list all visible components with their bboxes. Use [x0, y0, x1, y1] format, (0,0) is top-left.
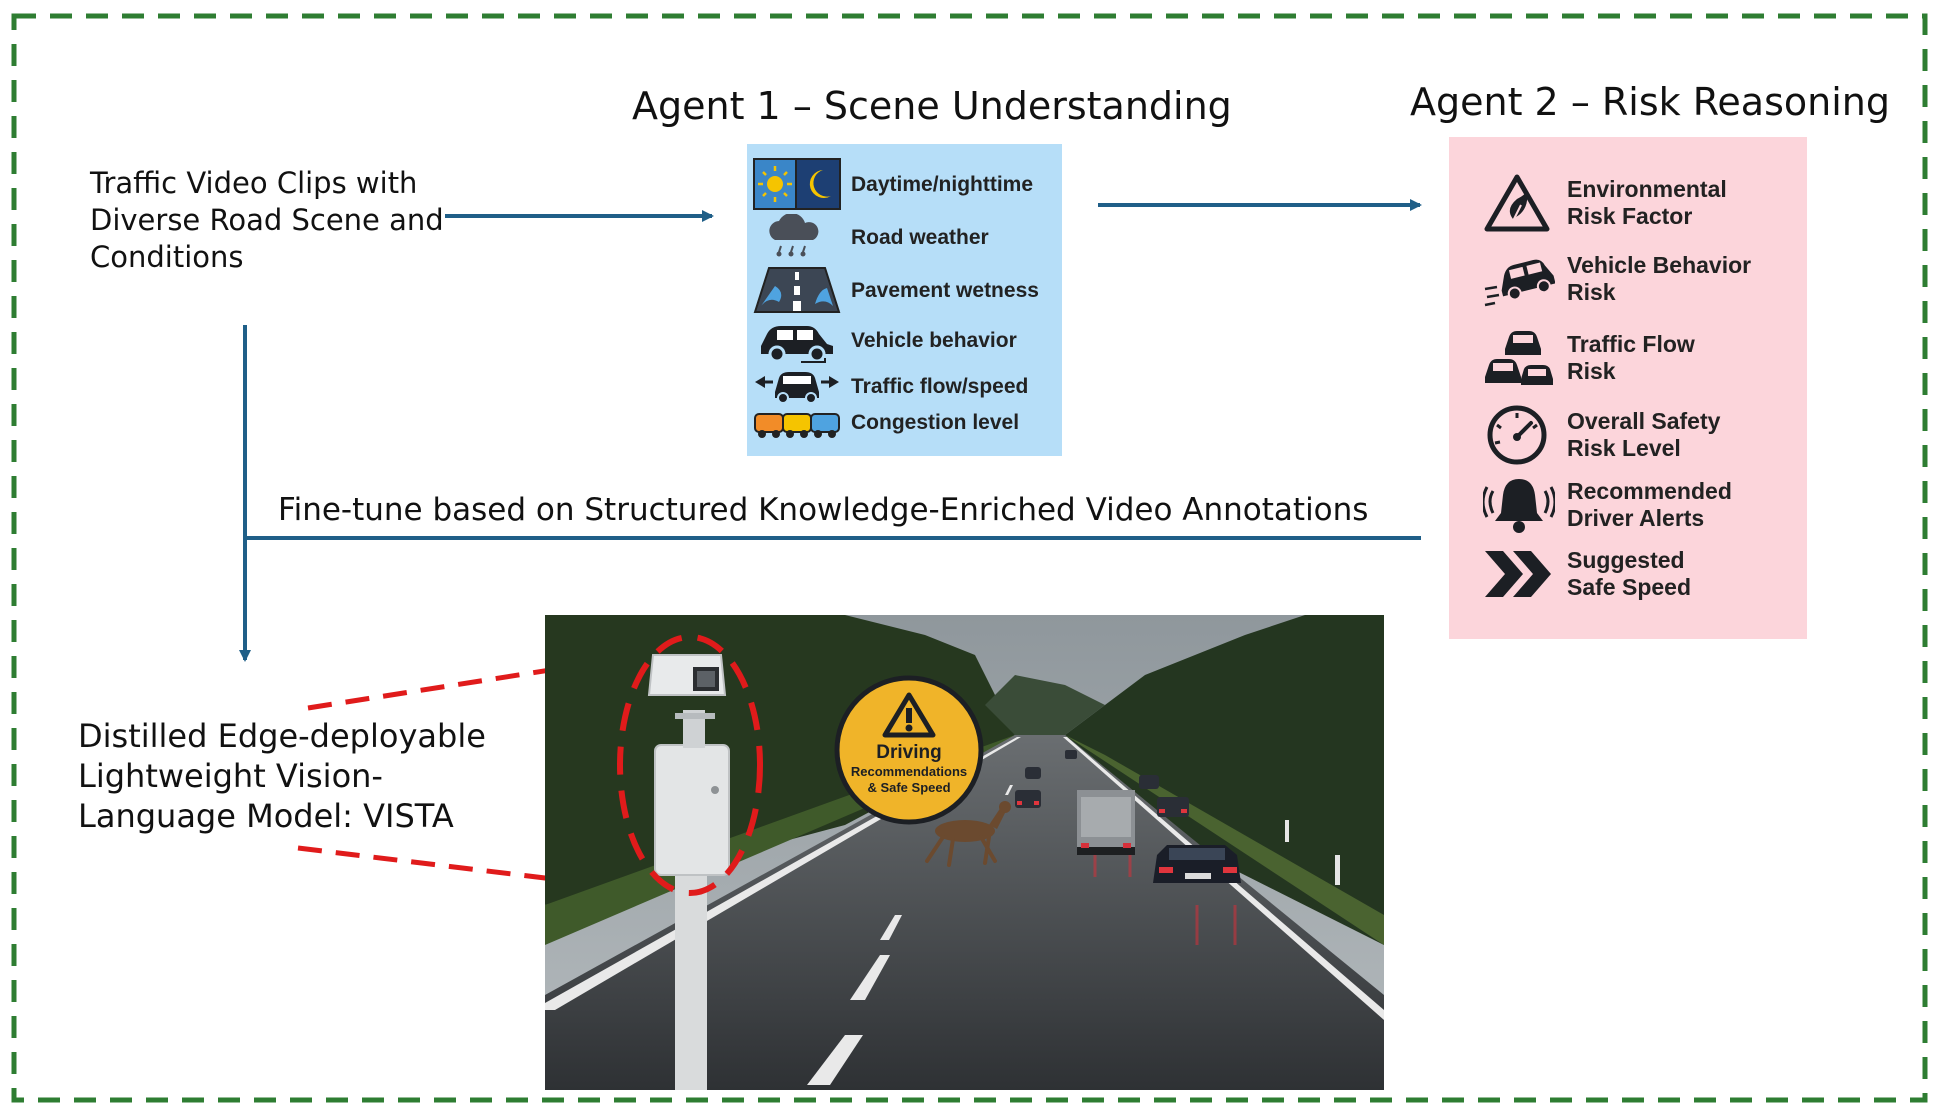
- traffic-camera: [647, 654, 730, 1090]
- agent2-panel: Environmental Risk Factor Vehicle Behavi…: [1449, 137, 1807, 639]
- rain-cloud-icon: [769, 214, 819, 257]
- agent2-item-overall-safety: Overall Safety Risk Level: [1483, 403, 1757, 467]
- agent2-item-label: Overall Safety Risk Level: [1567, 408, 1721, 461]
- day-night-icon: [753, 158, 841, 210]
- environment-warning-icon: [1484, 174, 1550, 232]
- camera-highlight: [617, 634, 763, 896]
- wet-road-icon: [753, 267, 841, 313]
- agent2-title: Agent 2 – Risk Reasoning: [1410, 80, 1890, 124]
- agent1-item-pavement: Pavement wetness: [753, 266, 1039, 314]
- zoom-line-top: [307, 649, 666, 711]
- model-description: Distilled Edge-deployable Lightweight Vi…: [78, 717, 486, 835]
- alarm-bell-icon: [1483, 479, 1555, 533]
- agent1-item-label: Vehicle behavior: [851, 328, 1017, 352]
- agent2-item-safe-speed: Suggested Safe Speed: [1483, 547, 1707, 601]
- agent2-item-label: Suggested Safe Speed: [1567, 547, 1691, 600]
- traffic-cars-icon: [1485, 331, 1553, 385]
- agent1-item-label: Road weather: [851, 225, 989, 249]
- agent1-title: Agent 1 – Scene Understanding: [632, 84, 1232, 128]
- deer: [925, 801, 1011, 867]
- agent2-item-label: Environmental Risk Factor: [1567, 176, 1727, 229]
- badge-line-3: & Safe Speed: [867, 780, 950, 795]
- agent1-item-label: Traffic flow/speed: [851, 374, 1029, 398]
- road-scene-photo: Driving Recommendations & Safe Speed: [545, 615, 1384, 1090]
- agent2-item-label: Vehicle Behavior Risk: [1567, 252, 1752, 305]
- car-icon: [761, 326, 833, 363]
- agent1-item-weather: Road weather: [753, 214, 989, 260]
- outer-dashed-frame: [11, 13, 1928, 1103]
- chevron-forward-icon: [1485, 551, 1551, 597]
- skidding-car-icon: [1484, 259, 1555, 307]
- road-scene-illustration: Driving Recommendations & Safe Speed: [545, 615, 1384, 1090]
- zoom-line-bottom: [297, 845, 661, 895]
- agent2-item-traffic-flow: Traffic Flow Risk: [1483, 325, 1737, 391]
- car-front-right: [1153, 845, 1241, 883]
- agent1-item-label: Pavement wetness: [851, 278, 1039, 302]
- agent2-item-label: Traffic Flow Risk: [1567, 331, 1695, 384]
- agent1-item-congestion: Congestion level: [753, 404, 1019, 440]
- agent2-item-vehicle-behavior: Vehicle Behavior Risk: [1483, 249, 1777, 309]
- agent2-item-environment: Environmental Risk Factor: [1483, 173, 1767, 233]
- agent1-item-label: Congestion level: [851, 410, 1020, 434]
- speedometer-icon: [1487, 405, 1547, 465]
- agent2-item-driver-alerts: Recommended Driver Alerts: [1483, 475, 1757, 535]
- agent2-item-label: Recommended Driver Alerts: [1567, 478, 1732, 531]
- finetune-label: Fine-tune based on Structured Knowledge-…: [278, 492, 1369, 528]
- agent1-item-daynight: Daytime/nighttime: [753, 158, 1033, 210]
- van: [1077, 790, 1135, 855]
- congestion-icon: [754, 413, 840, 438]
- agent1-panel: Daytime/nighttime Road weather Pavement …: [747, 144, 1062, 456]
- traffic-flow-icon: [755, 372, 839, 404]
- badge-line-2: Recommendations: [851, 764, 967, 779]
- badge-title: Driving: [876, 742, 941, 763]
- agent1-item-traffic: Traffic flow/speed: [753, 368, 1028, 404]
- input-description: Traffic Video Clips with Diverse Road Sc…: [90, 166, 444, 274]
- driving-recommendation-badge: Driving Recommendations & Safe Speed: [834, 675, 984, 825]
- agent1-item-vehicle: Vehicle behavior: [753, 316, 1017, 364]
- agent1-item-label: Daytime/nighttime: [851, 172, 1034, 196]
